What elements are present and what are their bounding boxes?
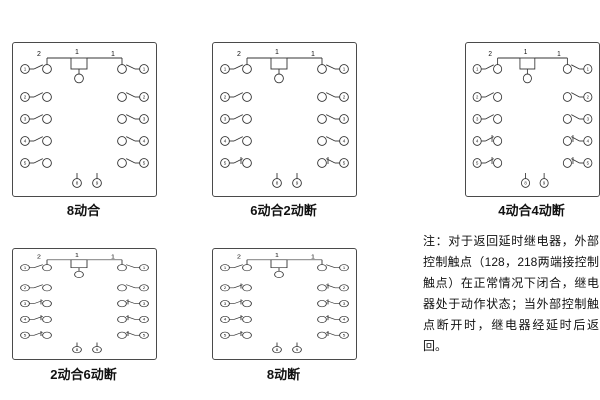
svg-text:1: 1 bbox=[143, 266, 146, 270]
svg-text:5: 5 bbox=[587, 161, 590, 166]
svg-text:1: 1 bbox=[311, 51, 315, 58]
svg-text:2: 2 bbox=[237, 254, 242, 260]
svg-text:1: 1 bbox=[557, 51, 561, 58]
svg-text:2: 2 bbox=[343, 95, 346, 100]
svg-text:4: 4 bbox=[587, 139, 590, 144]
svg-text:3: 3 bbox=[343, 302, 346, 306]
svg-text:3: 3 bbox=[224, 302, 227, 306]
svg-text:2: 2 bbox=[143, 286, 146, 290]
svg-text:4: 4 bbox=[24, 317, 27, 321]
svg-text:2: 2 bbox=[37, 254, 42, 260]
svg-text:3: 3 bbox=[476, 117, 479, 122]
svg-text:2: 2 bbox=[343, 286, 346, 290]
relay-diagram-4no4nc: 2 1 1 1 1 2 2 3 3 4 4 5 5 8 9 bbox=[465, 42, 600, 197]
svg-text:3: 3 bbox=[24, 302, 27, 306]
svg-text:3: 3 bbox=[24, 117, 27, 122]
svg-text:1: 1 bbox=[343, 266, 346, 270]
svg-text:9: 9 bbox=[96, 181, 99, 186]
svg-text:1: 1 bbox=[524, 49, 528, 56]
svg-text:3: 3 bbox=[224, 117, 227, 122]
svg-text:9: 9 bbox=[96, 348, 99, 352]
svg-text:8: 8 bbox=[76, 348, 79, 352]
svg-text:5: 5 bbox=[343, 161, 346, 166]
diagram-label-4no4nc: 4动合4动断 bbox=[498, 203, 565, 218]
relay-schematic-6no2nc: 2 1 1 1 1 2 2 3 3 4 4 5 5 8 9 bbox=[220, 49, 349, 188]
relay-schematic-8no: 2 1 1 1 1 2 2 3 3 4 4 5 5 8 9 bbox=[20, 49, 149, 188]
svg-text:5: 5 bbox=[343, 333, 346, 337]
svg-text:4: 4 bbox=[24, 139, 27, 144]
svg-text:9: 9 bbox=[296, 348, 299, 352]
svg-text:1: 1 bbox=[224, 67, 227, 72]
relay-diagram-8nc: 2 1 1 1 1 2 2 3 3 4 4 5 5 8 9 bbox=[212, 248, 357, 360]
svg-text:9: 9 bbox=[543, 181, 546, 186]
relay-diagram-6no2nc: 2 1 1 1 1 2 2 3 3 4 4 5 5 8 9 bbox=[212, 42, 357, 197]
svg-text:4: 4 bbox=[224, 139, 227, 144]
svg-text:1: 1 bbox=[143, 67, 146, 72]
svg-text:1: 1 bbox=[311, 254, 316, 260]
svg-text:4: 4 bbox=[343, 139, 346, 144]
svg-text:8: 8 bbox=[276, 181, 279, 186]
svg-text:3: 3 bbox=[343, 117, 346, 122]
svg-text:2: 2 bbox=[488, 51, 492, 58]
svg-text:5: 5 bbox=[143, 161, 146, 166]
relay-schematic-4no4nc: 2 1 1 1 1 2 2 3 3 4 4 5 5 8 9 bbox=[472, 49, 593, 188]
svg-text:1: 1 bbox=[75, 49, 79, 56]
diagram-label-8no: 8动合 bbox=[66, 203, 101, 218]
svg-text:4: 4 bbox=[476, 139, 479, 144]
svg-text:1: 1 bbox=[587, 67, 590, 72]
svg-text:5: 5 bbox=[24, 161, 27, 166]
relay-schematic-8nc: 2 1 1 1 1 2 2 3 3 4 4 5 5 8 9 bbox=[220, 253, 349, 354]
svg-text:2: 2 bbox=[224, 286, 227, 290]
svg-text:2: 2 bbox=[37, 51, 41, 58]
svg-text:5: 5 bbox=[224, 333, 227, 337]
svg-text:2: 2 bbox=[587, 95, 590, 100]
svg-text:2: 2 bbox=[476, 95, 479, 100]
svg-text:1: 1 bbox=[111, 254, 116, 260]
svg-text:4: 4 bbox=[343, 317, 346, 321]
svg-text:5: 5 bbox=[476, 161, 479, 166]
svg-text:5: 5 bbox=[224, 161, 227, 166]
svg-text:1: 1 bbox=[343, 67, 346, 72]
svg-text:8: 8 bbox=[524, 181, 527, 186]
svg-text:2: 2 bbox=[143, 95, 146, 100]
svg-text:5: 5 bbox=[24, 333, 27, 337]
svg-text:4: 4 bbox=[224, 317, 227, 321]
diagram-label-2no6nc: 2动合6动断 bbox=[50, 367, 117, 382]
svg-text:1: 1 bbox=[111, 51, 115, 58]
relay-diagram-2no6nc: 2 1 1 1 1 2 2 3 3 4 4 5 5 8 9 bbox=[12, 248, 157, 360]
svg-text:9: 9 bbox=[296, 181, 299, 186]
svg-text:3: 3 bbox=[143, 302, 146, 306]
svg-text:2: 2 bbox=[24, 286, 27, 290]
note-text: 注：对于返回延时继电器，外部控制触点（128，218两端接控制触点）在正常情况下… bbox=[423, 234, 599, 353]
relay-diagram-8no: 2 1 1 1 1 2 2 3 3 4 4 5 5 8 9 bbox=[12, 42, 157, 197]
svg-text:2: 2 bbox=[224, 95, 227, 100]
svg-text:1: 1 bbox=[24, 266, 27, 270]
svg-text:5: 5 bbox=[143, 333, 146, 337]
svg-text:1: 1 bbox=[24, 67, 27, 72]
svg-text:1: 1 bbox=[224, 266, 227, 270]
svg-text:1: 1 bbox=[275, 253, 280, 259]
svg-text:1: 1 bbox=[275, 49, 279, 56]
svg-text:1: 1 bbox=[75, 253, 80, 259]
diagram-label-8nc: 8动断 bbox=[266, 367, 301, 382]
diagram-label-6no2nc: 6动合2动断 bbox=[250, 203, 317, 218]
svg-text:2: 2 bbox=[237, 51, 241, 58]
svg-text:8: 8 bbox=[276, 348, 279, 352]
svg-text:8: 8 bbox=[76, 181, 79, 186]
svg-text:4: 4 bbox=[143, 139, 146, 144]
relay-schematic-2no6nc: 2 1 1 1 1 2 2 3 3 4 4 5 5 8 9 bbox=[20, 253, 149, 354]
svg-text:4: 4 bbox=[143, 317, 146, 321]
svg-text:3: 3 bbox=[143, 117, 146, 122]
svg-text:3: 3 bbox=[587, 117, 590, 122]
svg-text:1: 1 bbox=[476, 67, 479, 72]
svg-text:2: 2 bbox=[24, 95, 27, 100]
